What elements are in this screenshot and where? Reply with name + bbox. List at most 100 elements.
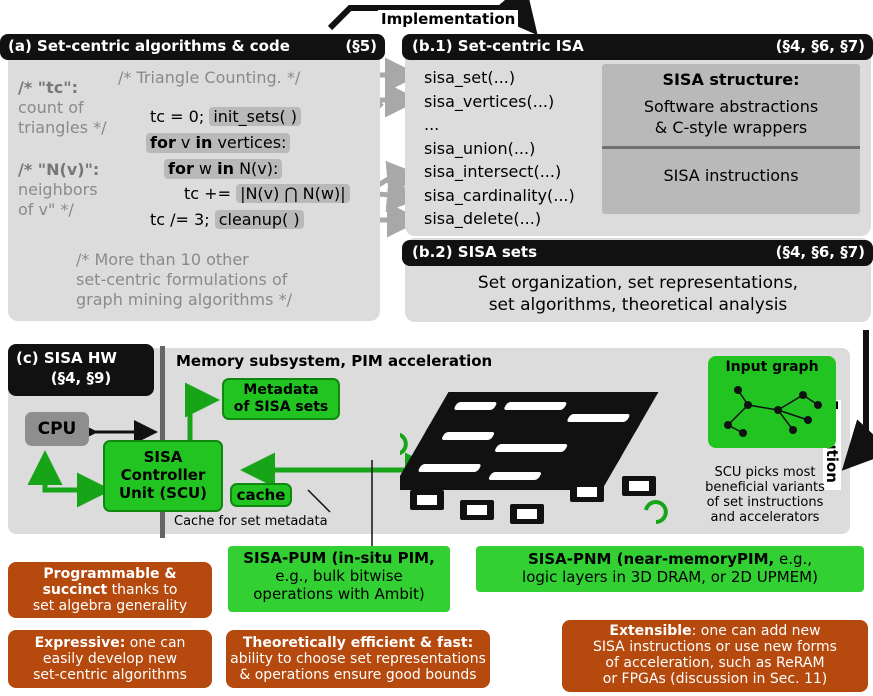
cleanup-call: cleanup( ) — [214, 210, 304, 229]
input-graph-box: Input graph — [708, 356, 836, 448]
implementation-label: Implementation — [378, 10, 519, 28]
feature-extensible-t2: SISA instructions or use new forms — [593, 639, 837, 655]
panel-b2-line1: Set organization, set representations, — [477, 273, 799, 293]
pum-box: SISA-PUM (in-situ PIM, e.g., bulk bitwis… — [228, 546, 450, 612]
input-graph-title: Input graph — [725, 359, 819, 375]
pnm-line2: logic layers in 3D DRAM, or 2D UPMEM) — [522, 568, 818, 586]
pum-title: SISA-PUM (in-situ PIM, — [243, 549, 435, 567]
sisa-structure-title: SISA structure: — [662, 70, 800, 89]
sisa-structure-box: SISA structure: Software abstractions & … — [602, 64, 860, 214]
feature-extensible-t4: or FPGAs (discussion in Sec. 11) — [602, 671, 828, 687]
cache-note: Cache for set metadata — [174, 514, 328, 529]
scu-note: SCU picks most beneficial variants of se… — [690, 465, 840, 525]
metadata-line1: Metadata — [243, 382, 319, 398]
input-graph-illustration — [724, 386, 822, 437]
isa-item-cardinality: sisa_cardinality(...) — [424, 185, 575, 205]
panel-b1-header: (b.1) Set-centric ISA (§4, §6, §7) — [402, 34, 873, 60]
code-line-3: for w in N(v): — [164, 159, 283, 179]
feature-efficient-t3: & operations ensure good bounds — [239, 667, 477, 683]
vertices-text: vertices: — [212, 133, 287, 152]
scu-note-l1: SCU picks most — [714, 465, 816, 480]
kw-for-2: for — [168, 159, 194, 178]
comment-tc-key: /* "tc": — [18, 78, 78, 97]
comment-nv-line1: neighbors — [18, 180, 98, 199]
panel-c-header: (c) SISA HW (§4, §9) — [8, 344, 154, 396]
code-line-1: tc = 0; init_sets( ) — [150, 107, 301, 127]
feature-efficient-t2: ability to choose set representations — [230, 651, 486, 667]
code-line-1-text: tc = 0; — [150, 107, 210, 126]
feature-programmable-t3: set algebra generality — [32, 598, 188, 614]
pnm-title-tail: e.g., — [774, 550, 813, 568]
code-line-4-text: tc += — [184, 184, 237, 203]
panel-a-header: (a) Set-centric algorithms & code (§5) — [0, 34, 385, 60]
feature-expressive-t2: easily develop new — [42, 651, 178, 667]
metadata-box: Metadata of SISA sets — [222, 378, 340, 420]
scu-line1: SISA — [143, 448, 183, 466]
comment-nv-line2: of v" */ — [18, 200, 74, 219]
pnm-title: SISA-PNM (near-memoryPIM, — [527, 550, 775, 568]
panel-a-section: (§5) — [345, 37, 377, 55]
init-sets-call: init_sets( ) — [209, 107, 301, 126]
var-v: v — [175, 133, 196, 152]
nv-text: N(v): — [233, 159, 279, 178]
feature-programmable-b2: succinct — [42, 582, 108, 598]
kw-for-1: for — [150, 133, 176, 152]
scu-line2: Controller — [120, 466, 206, 484]
code-line-2: for v in vertices: — [146, 133, 291, 153]
scu-line3: Unit (SCU) — [118, 484, 208, 502]
pum-line2: e.g., bulk bitwise — [275, 567, 403, 585]
kw-in-2: in — [217, 159, 234, 178]
implementation-arrow — [327, 0, 538, 36]
panel-c-sections: (§4, §9) — [50, 369, 112, 387]
cpu-box: CPU — [25, 412, 89, 446]
feature-programmable-b1: Programmable & — [43, 566, 177, 582]
more-comment: /* More than 10 other set-centric formul… — [76, 250, 292, 310]
feature-extensible-t1: : one can add new — [691, 623, 821, 639]
code-line-4: tc += |N(v) ⋂ N(w)| — [184, 184, 350, 204]
comment-tc-line1: count of — [18, 98, 84, 117]
feature-expressive-t3: set-centric algorithms — [33, 667, 187, 683]
panel-c-title: (c) SISA HW — [16, 349, 117, 367]
sisa-structure-line2: & C-style wrappers — [654, 118, 808, 137]
isa-item-union: sisa_union(...) — [424, 138, 536, 158]
feature-extensible: Extensible: one can add new SISA instruc… — [562, 620, 868, 692]
more-comment-l3: graph mining algorithms */ — [76, 290, 292, 309]
scu-note-l4: and accelerators — [710, 510, 820, 525]
memory-stack-illustration — [400, 392, 668, 524]
isa-list: sisa_set(...) sisa_vertices(...) ... sis… — [424, 66, 575, 231]
feature-programmable-t2: thanks to — [107, 582, 178, 598]
sisa-structure-line1: Software abstractions — [643, 97, 819, 116]
comment-title: /* Triangle Counting. */ — [118, 68, 301, 87]
panel-b2-sections: (§4, §6, §7) — [775, 243, 865, 261]
isa-item-intersect: sisa_intersect(...) — [424, 162, 562, 181]
execution-arrow — [841, 330, 873, 471]
feature-programmable: Programmable & succinct thanks to set al… — [8, 562, 212, 618]
scu-note-l2: beneficial variants — [705, 480, 825, 495]
panel-b2-title: (b.2) SISA sets — [412, 243, 538, 261]
feature-expressive-t1: one can — [125, 635, 186, 651]
isa-item-ellipsis: ... — [424, 115, 440, 134]
more-comment-l2: set-centric formulations of — [76, 270, 288, 289]
cache-box: cache — [230, 483, 292, 507]
sisa-structure-line3: SISA instructions — [663, 166, 799, 185]
feature-extensible-b: Extensible — [609, 623, 692, 639]
feature-efficient-b: Theoretically efficient & fast: — [242, 635, 474, 651]
isa-item-set: sisa_set(...) — [424, 68, 516, 87]
scu-box: SISA Controller Unit (SCU) — [103, 440, 223, 512]
comment-tc-line2: triangles */ — [18, 118, 107, 137]
code-line-5-text: tc /= 3; — [150, 210, 215, 229]
feature-expressive: Expressive: one can easily develop new s… — [8, 630, 212, 688]
more-comment-l1: /* More than 10 other — [76, 250, 249, 269]
code-line-5: tc /= 3; cleanup( ) — [150, 210, 304, 230]
var-w: w — [193, 159, 218, 178]
panel-b1-title: (b.1) Set-centric ISA — [412, 37, 584, 55]
panel-a-title: (a) Set-centric algorithms & code — [8, 37, 290, 55]
panel-b2-line2: set algorithms, theoretical analysis — [488, 295, 788, 315]
metadata-line2: of SISA sets — [233, 399, 329, 415]
isa-item-delete: sisa_delete(...) — [424, 209, 542, 228]
feature-extensible-t3: of acceleration, such as ReRAM — [605, 655, 825, 671]
panel-b2-body: Set organization, set representations, s… — [405, 272, 871, 316]
isa-item-vertices: sisa_vertices(...) — [424, 91, 555, 111]
pum-line3: operations with Ambit) — [253, 585, 425, 603]
feature-expressive-b: Expressive: — [34, 635, 126, 651]
